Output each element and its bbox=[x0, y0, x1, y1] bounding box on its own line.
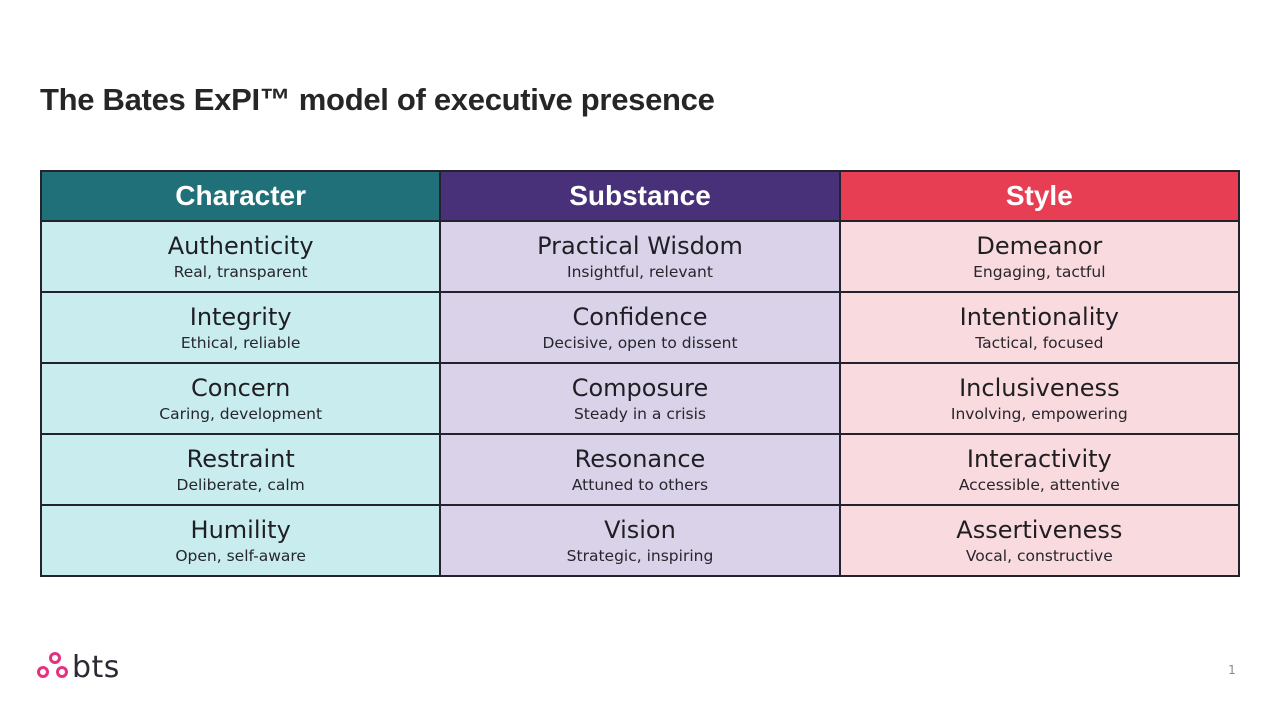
cell-confidence: Confidence Decisive, open to dissent bbox=[439, 291, 841, 364]
cell-subtitle: Attuned to others bbox=[571, 475, 709, 494]
cell-resonance: Resonance Attuned to others bbox=[439, 433, 841, 506]
cell-title: Integrity bbox=[189, 302, 292, 331]
cell-title: Assertiveness bbox=[956, 515, 1123, 544]
cell-demeanor: Demeanor Engaging, tactful bbox=[838, 220, 1241, 293]
cell-subtitle: Accessible, attentive bbox=[958, 475, 1120, 494]
cell-subtitle: Engaging, tactful bbox=[973, 262, 1106, 281]
logo-dot bbox=[56, 666, 68, 678]
table-row: Integrity Ethical, reliable Confidence D… bbox=[39, 291, 1241, 364]
bts-logo-text: bts bbox=[72, 650, 120, 685]
cell-title: Resonance bbox=[574, 444, 706, 473]
cell-vision: Vision Strategic, inspiring bbox=[439, 504, 841, 577]
cell-composure: Composure Steady in a crisis bbox=[439, 362, 841, 435]
cell-subtitle: Ethical, reliable bbox=[180, 333, 301, 352]
cell-subtitle: Caring, development bbox=[159, 404, 323, 423]
cell-subtitle: Tactical, focused bbox=[975, 333, 1104, 352]
cell-title: Practical Wisdom bbox=[537, 231, 743, 260]
column-header-character: Character bbox=[39, 170, 442, 222]
expi-model-table: Character Substance Style Authenticity R… bbox=[39, 170, 1241, 577]
page-number: 1 bbox=[1228, 663, 1236, 677]
bts-logo: bts bbox=[36, 650, 156, 690]
cell-title: Interactivity bbox=[966, 444, 1112, 473]
cell-title: Intentionality bbox=[959, 302, 1119, 331]
cell-authenticity: Authenticity Real, transparent bbox=[39, 220, 442, 293]
cell-title: Demeanor bbox=[976, 231, 1103, 260]
cell-subtitle: Vocal, constructive bbox=[965, 546, 1113, 565]
cell-concern: Concern Caring, development bbox=[39, 362, 442, 435]
cell-subtitle: Insightful, relevant bbox=[567, 262, 713, 281]
cell-practical-wisdom: Practical Wisdom Insightful, relevant bbox=[439, 220, 841, 293]
cell-title: Composure bbox=[571, 373, 709, 402]
table-header-row: Character Substance Style bbox=[39, 170, 1241, 222]
cell-subtitle: Deliberate, calm bbox=[176, 475, 305, 494]
cell-interactivity: Interactivity Accessible, attentive bbox=[838, 433, 1241, 506]
cell-assertiveness: Assertiveness Vocal, constructive bbox=[838, 504, 1241, 577]
cell-subtitle: Open, self-aware bbox=[175, 546, 306, 565]
cell-title: Inclusiveness bbox=[959, 373, 1120, 402]
cell-subtitle: Strategic, inspiring bbox=[566, 546, 714, 565]
cell-integrity: Integrity Ethical, reliable bbox=[39, 291, 442, 364]
table-row: Restraint Deliberate, calm Resonance Att… bbox=[39, 433, 1241, 506]
cell-title: Authenticity bbox=[167, 231, 314, 260]
table-row: Concern Caring, development Composure St… bbox=[39, 362, 1241, 435]
bts-dots-icon bbox=[36, 652, 70, 682]
expi-table: Character Substance Style Authenticity R… bbox=[39, 170, 1241, 577]
cell-title: Restraint bbox=[186, 444, 295, 473]
cell-title: Humility bbox=[190, 515, 291, 544]
cell-humility: Humility Open, self-aware bbox=[39, 504, 442, 577]
logo-dot bbox=[49, 652, 61, 664]
table-row: Humility Open, self-aware Vision Strateg… bbox=[39, 504, 1241, 577]
logo-dot bbox=[37, 666, 49, 678]
cell-subtitle: Decisive, open to dissent bbox=[542, 333, 738, 352]
cell-subtitle: Steady in a crisis bbox=[573, 404, 706, 423]
column-header-substance: Substance bbox=[439, 170, 841, 222]
table-row: Authenticity Real, transparent Practical… bbox=[39, 220, 1241, 293]
cell-subtitle: Real, transparent bbox=[173, 262, 308, 281]
page-title: The Bates ExPI™ model of executive prese… bbox=[40, 82, 715, 117]
cell-title: Confidence bbox=[572, 302, 708, 331]
cell-restraint: Restraint Deliberate, calm bbox=[39, 433, 442, 506]
cell-inclusiveness: Inclusiveness Involving, empowering bbox=[838, 362, 1241, 435]
column-header-style: Style bbox=[838, 170, 1241, 222]
cell-title: Vision bbox=[604, 515, 676, 544]
cell-subtitle: Involving, empowering bbox=[950, 404, 1128, 423]
cell-intentionality: Intentionality Tactical, focused bbox=[838, 291, 1241, 364]
cell-title: Concern bbox=[191, 373, 291, 402]
